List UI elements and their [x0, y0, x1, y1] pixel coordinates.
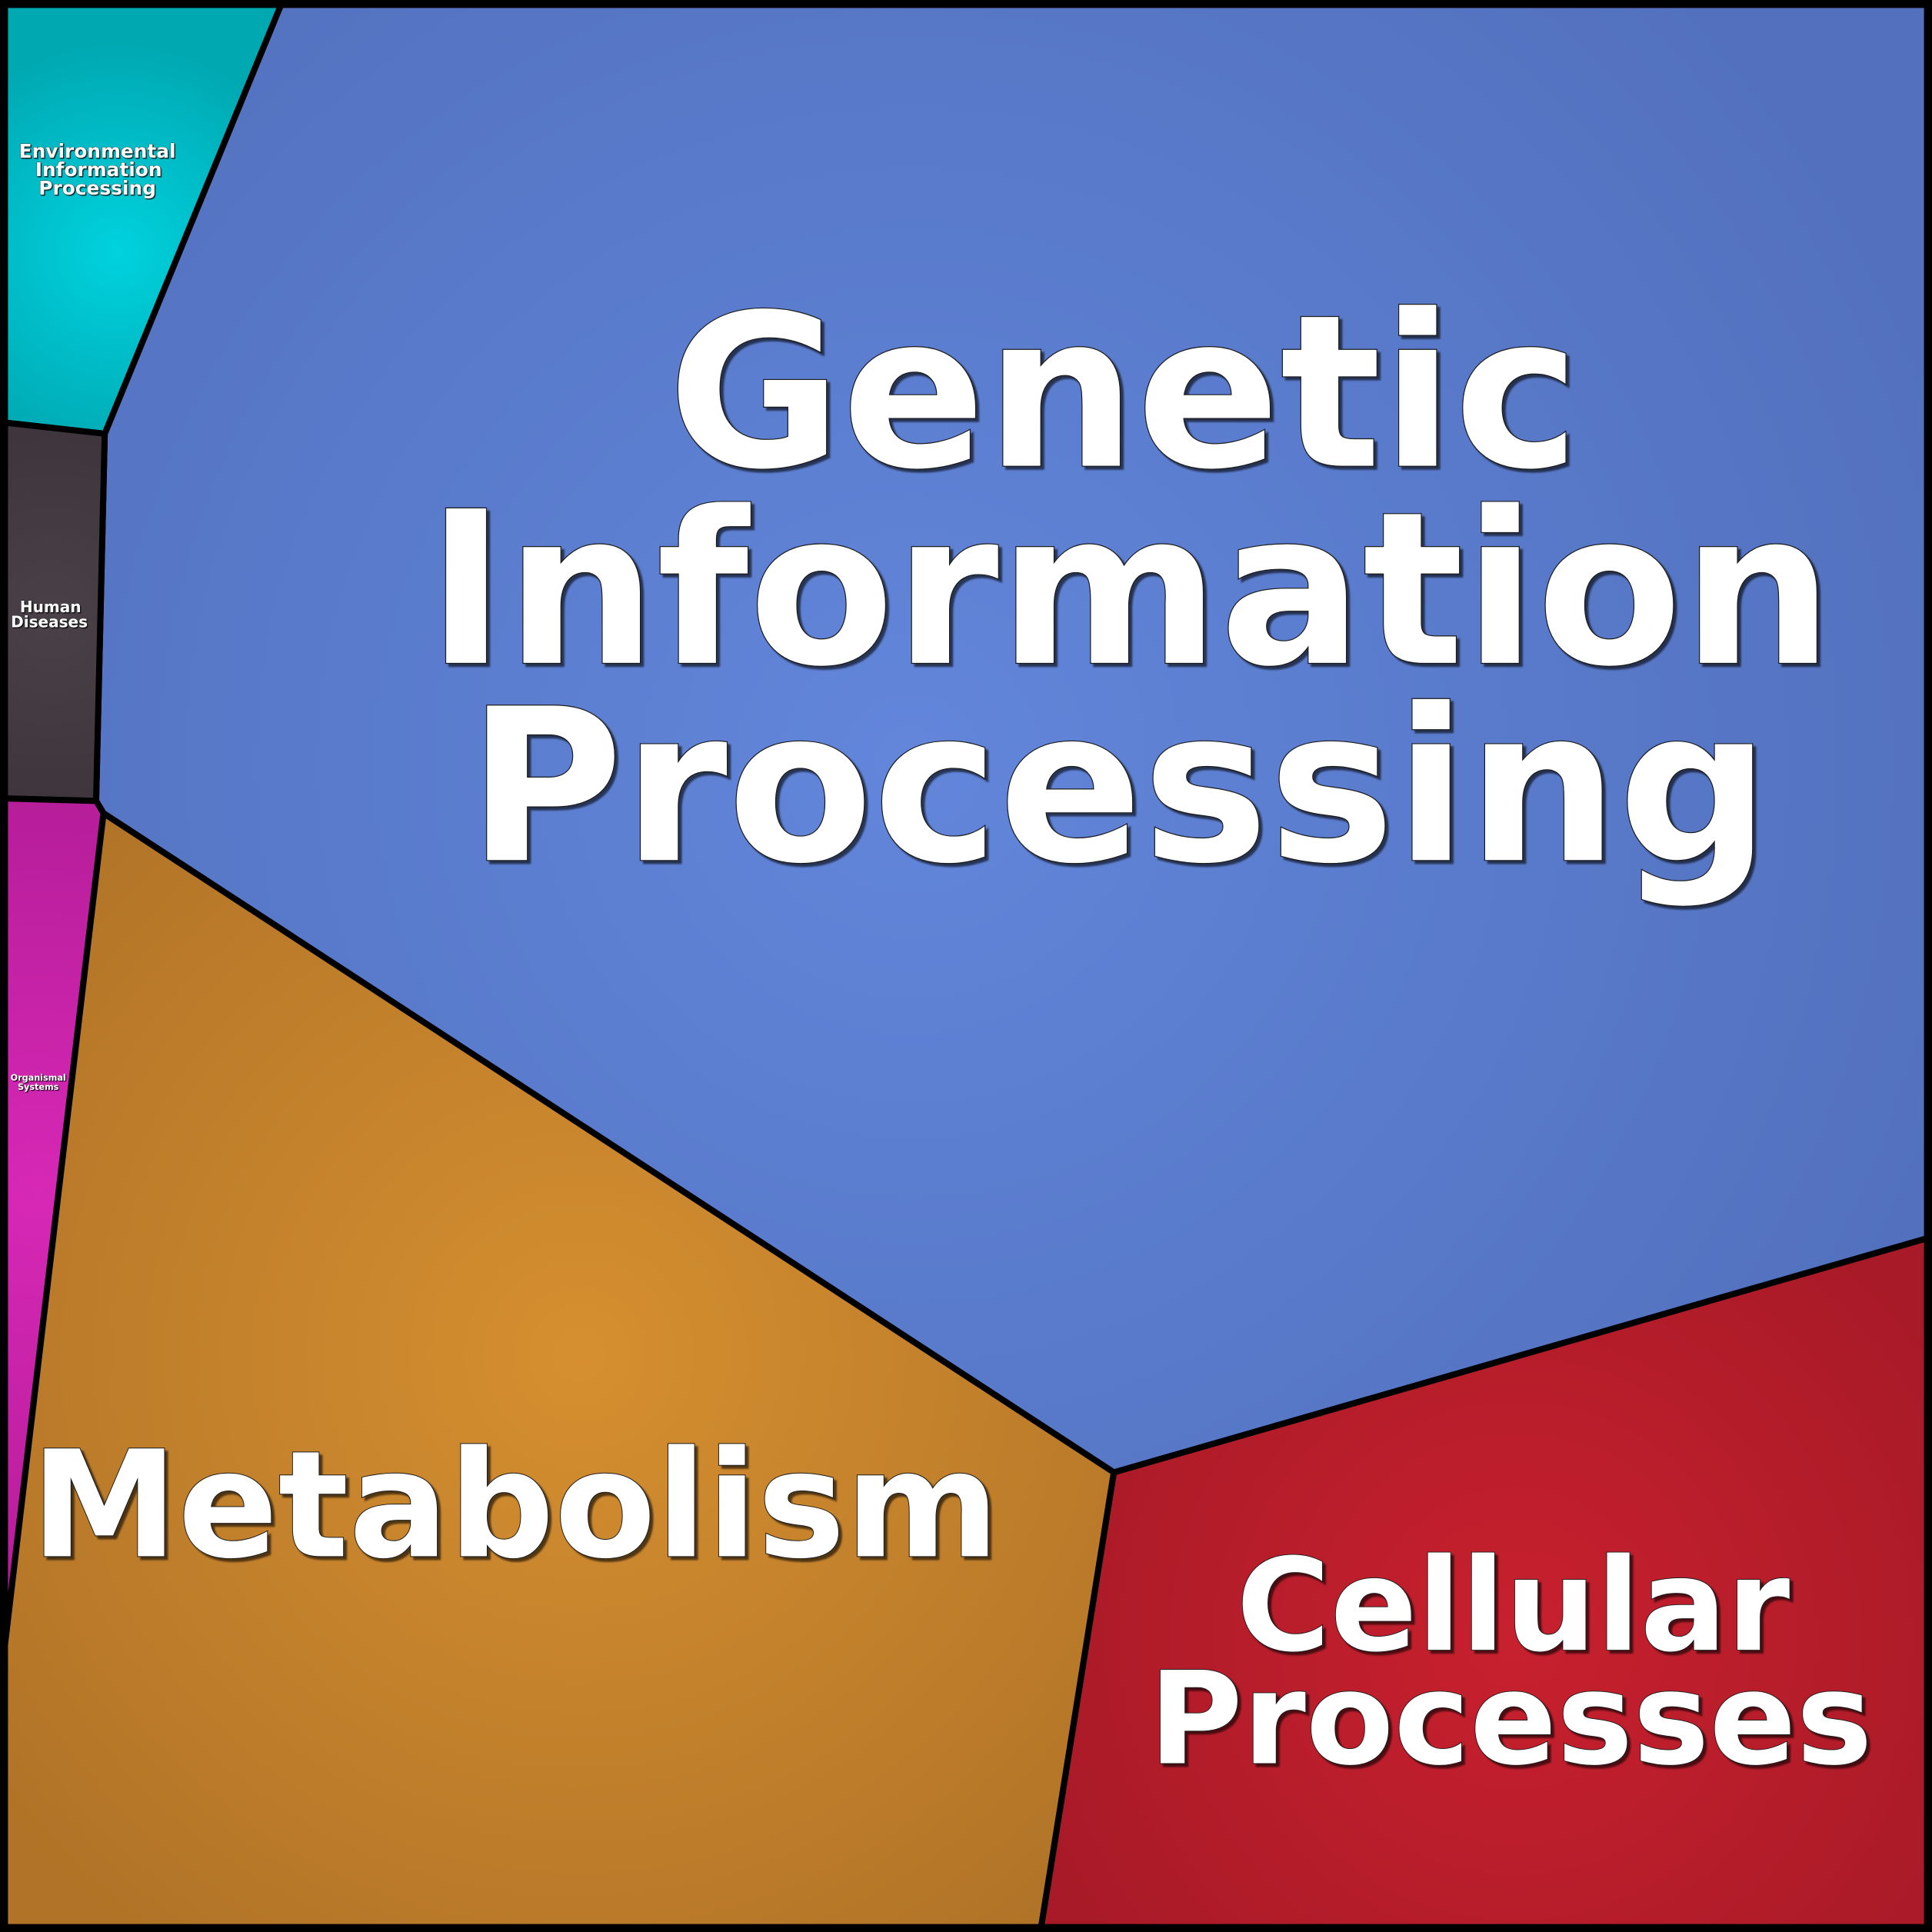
label-line: Genetic [668, 269, 1580, 516]
label-organismal-systems: Organismal Systems [10, 1073, 66, 1092]
label-line: Metabolism [31, 1420, 999, 1591]
label-line: Processing [468, 663, 1770, 910]
label-line: Human [20, 598, 82, 616]
label-line: Information [427, 466, 1833, 713]
label-human-diseases: Human Diseases [11, 598, 88, 631]
label-line: Environmental [19, 140, 176, 162]
label-genetic-information-processing: Genetic Information Processing [426, 268, 1834, 911]
label-environmental-information-processing: Environmental Information Processing [18, 140, 176, 200]
label-line: Systems [18, 1082, 59, 1092]
label-line: Information [35, 158, 162, 181]
label-line: Processing [38, 177, 156, 199]
label-line: Organismal [11, 1073, 66, 1083]
label-line: Cellular [1236, 1531, 1790, 1681]
label-line: Diseases [11, 612, 88, 631]
label-metabolism: Metabolism [30, 1419, 1000, 1592]
label-cellular-processes: Cellular Processes [1148, 1531, 1874, 1794]
label-line: Processes [1149, 1645, 1873, 1794]
